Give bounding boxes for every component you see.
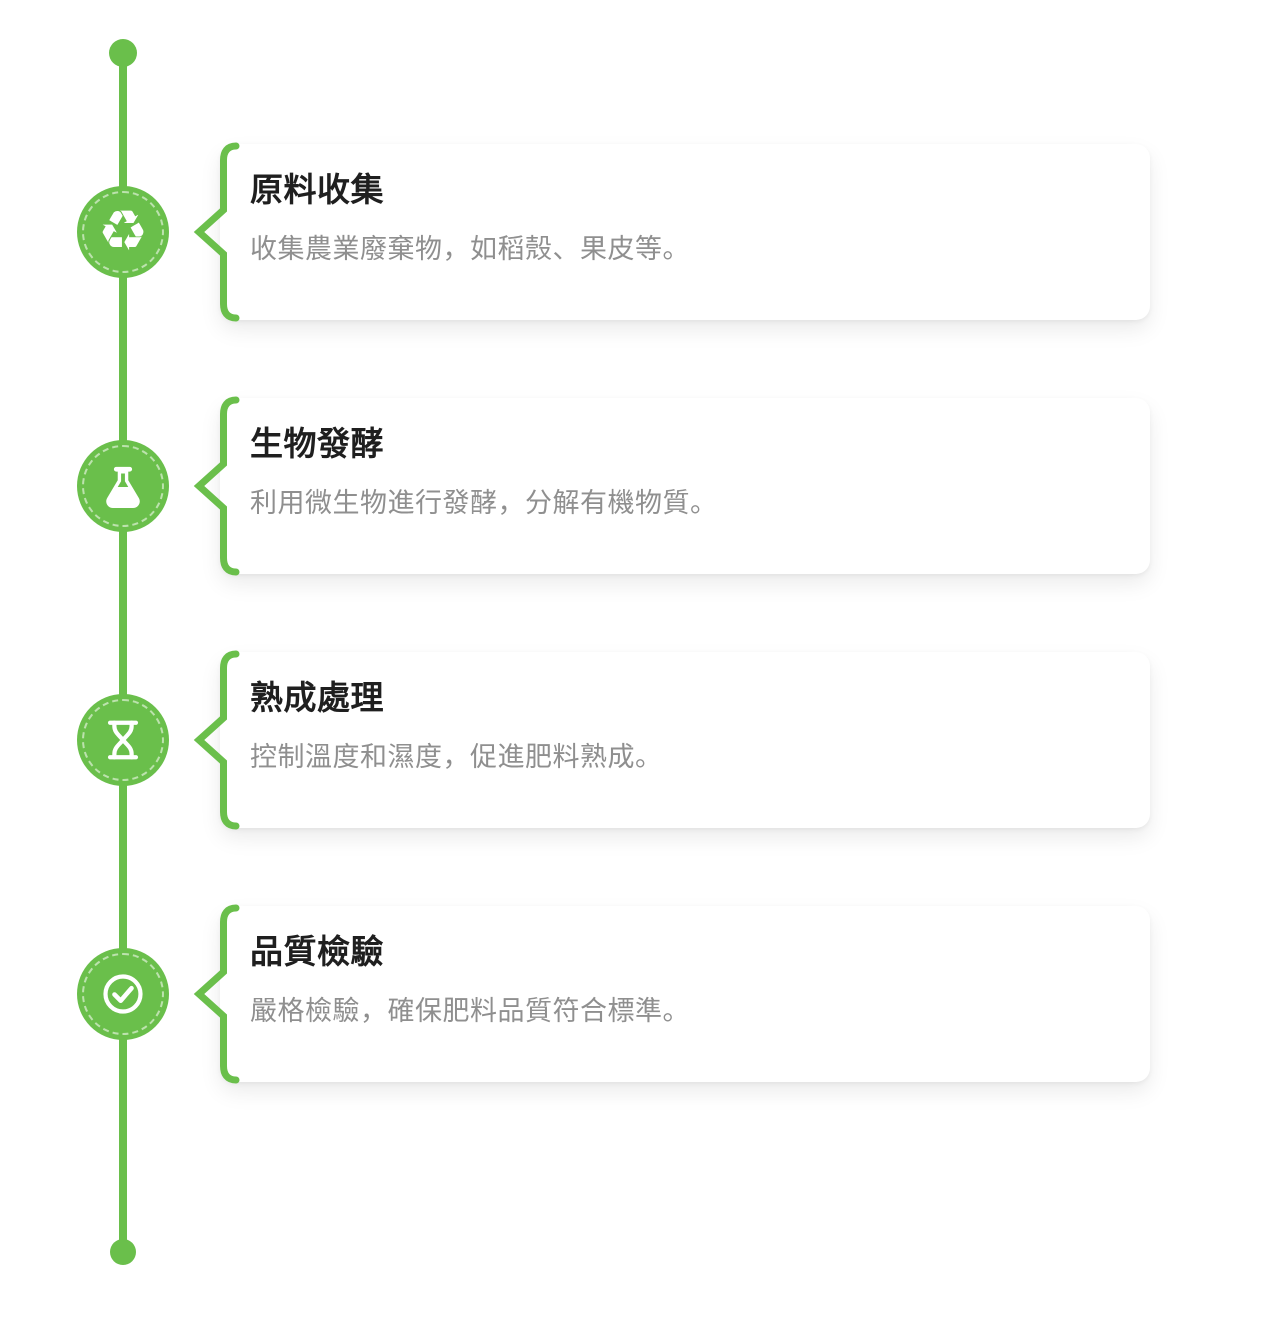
step-title: 生物發酵 [250, 425, 384, 462]
step-description: 嚴格檢驗，確保肥料品質符合標準。 [250, 996, 690, 1026]
step-description: 利用微生物進行發酵，分解有機物質。 [250, 488, 718, 518]
timeline-start-dot [109, 39, 137, 67]
hourglass-icon [107, 720, 139, 760]
check-circle-icon [103, 974, 143, 1014]
timeline-line [119, 53, 127, 1253]
step-card: 品質檢驗 嚴格檢驗，確保肥料品質符合標準。 [193, 904, 1150, 1084]
step-description: 控制溫度和濕度，促進肥料熟成。 [250, 742, 663, 772]
timeline-node [77, 948, 169, 1040]
step-title: 原料收集 [250, 171, 384, 208]
timeline-node [77, 694, 169, 786]
recycle-icon: ♻ [97, 199, 149, 264]
card-left-border-chevron [193, 904, 240, 1084]
card-left-border-chevron [193, 142, 240, 322]
timeline-end-dot [110, 1239, 136, 1265]
step-card: 生物發酵 利用微生物進行發酵，分解有機物質。 [193, 396, 1150, 576]
step-title: 品質檢驗 [250, 933, 384, 970]
step-card: 原料收集 收集農業廢棄物，如稻殼、果皮等。 [193, 142, 1150, 322]
card-left-border-chevron [193, 650, 240, 830]
step-card: 熟成處理 控制溫度和濕度，促進肥料熟成。 [193, 650, 1150, 830]
flask-icon [106, 466, 140, 509]
card-left-border-chevron [193, 396, 240, 576]
step-title: 熟成處理 [250, 679, 384, 716]
timeline-node: ♻ [77, 186, 169, 278]
step-description: 收集農業廢棄物，如稻殼、果皮等。 [250, 234, 690, 264]
timeline-node [77, 440, 169, 532]
